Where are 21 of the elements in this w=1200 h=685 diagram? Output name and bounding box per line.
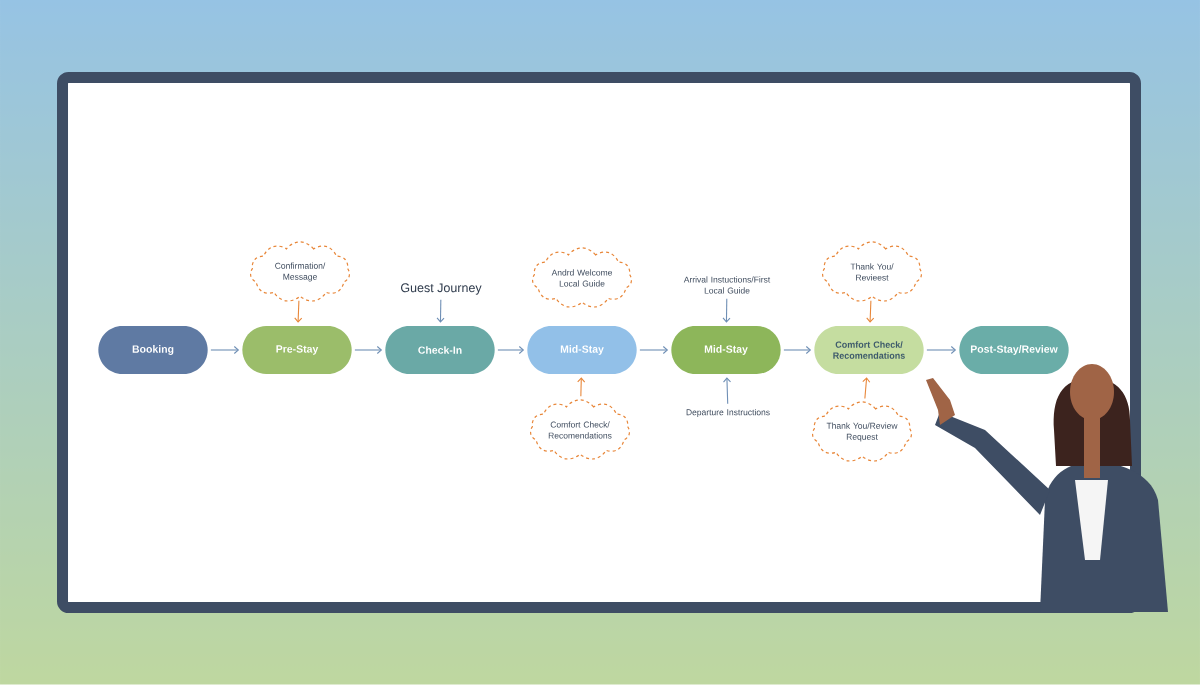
thought-cloud: Andrd Welcome Local Guide [532, 247, 632, 308]
arrow [926, 345, 957, 355]
arrow [722, 377, 732, 405]
arrow [866, 300, 875, 323]
arrow [210, 345, 240, 355]
arrow [862, 377, 871, 400]
thought-cloud: Thank You/ Revieest [822, 241, 922, 302]
arrow [436, 299, 445, 323]
thought-cloud: Confirmation/ Message [250, 241, 351, 302]
arrow [354, 345, 383, 355]
arrow [497, 345, 525, 355]
note-text: Departure Instructions [686, 409, 770, 417]
arrow [639, 345, 669, 355]
arrow [722, 298, 731, 323]
note-text: Arrival Instuctions/First Local Guide [683, 276, 771, 294]
arrow [783, 345, 812, 355]
arrow [577, 377, 586, 397]
thought-cloud: Thank You/Review Request [812, 401, 912, 462]
heading-text: Guest Journey [401, 283, 482, 295]
thought-cloud: Comfort Check/ Recomendations [530, 399, 630, 460]
arrow [294, 300, 303, 323]
